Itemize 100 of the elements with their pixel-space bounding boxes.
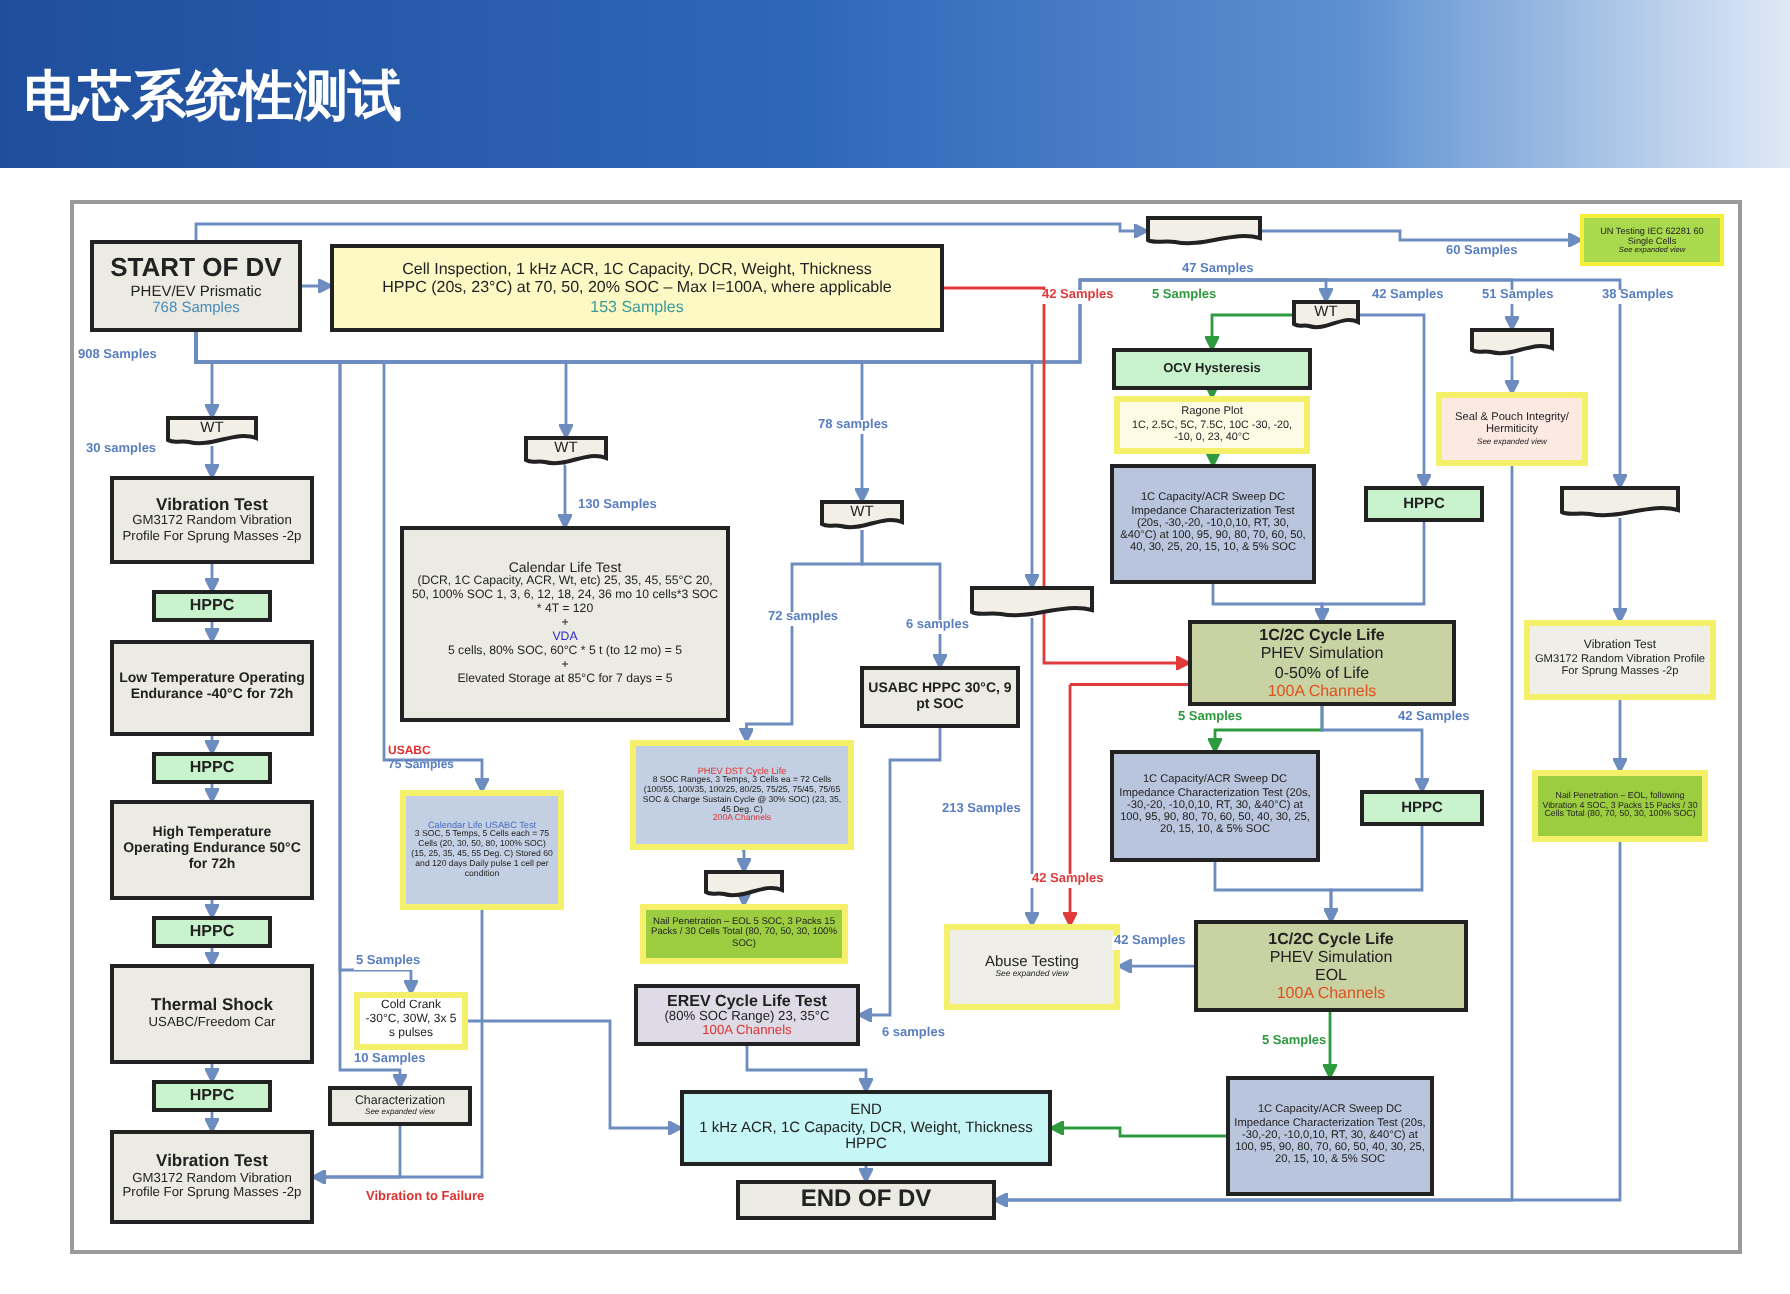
arrow: [204, 1062, 220, 1083]
arrow: [1062, 683, 1188, 927]
process-box: [1188, 620, 1456, 706]
arrow: [1314, 522, 1426, 623]
box-title: EREV Cycle Life Test: [667, 991, 827, 1010]
document-shape: [1292, 300, 1360, 330]
arrow: [204, 620, 220, 643]
box-text: 100A Channels: [1267, 681, 1377, 700]
box-text: PHEV Simulation: [1269, 947, 1393, 966]
box-title: 1C/2C Cycle Life: [1259, 626, 1385, 645]
arrow: [1117, 958, 1196, 975]
process-box: [1110, 750, 1320, 862]
arrow: [736, 891, 752, 907]
process-box: [1364, 486, 1484, 522]
process-box: [110, 964, 314, 1064]
arrow: [1323, 826, 1424, 923]
arrow: [1360, 313, 1432, 489]
box-title: START OF DV: [110, 254, 282, 284]
process-box: [736, 1180, 996, 1220]
box-text: HPPC: [189, 1086, 235, 1106]
arrow: [1262, 229, 1583, 248]
process-box: [1580, 214, 1724, 266]
process-box: [1436, 392, 1588, 466]
box-text: 100A Channels: [1276, 984, 1386, 1003]
arrow: [745, 1046, 874, 1093]
process-box: [400, 526, 730, 722]
process-box: [1194, 920, 1468, 1012]
document-shape: [704, 870, 784, 898]
arrow: [204, 1110, 220, 1133]
arrow: [468, 1019, 683, 1136]
process-box: [860, 666, 1020, 728]
document-shape: [820, 500, 904, 530]
process-box: [152, 590, 272, 622]
arrow: [1504, 354, 1520, 395]
arrow: [311, 910, 484, 1185]
arrow: [860, 530, 948, 669]
box-text: EOL: [1314, 966, 1347, 985]
process-box: [152, 916, 272, 948]
document-shape: [1470, 328, 1554, 356]
box-title: Vibration Test: [156, 495, 268, 514]
process-box: [1112, 348, 1312, 390]
box-text: PHEV Simulation: [1260, 644, 1384, 663]
process-box: [330, 244, 944, 332]
arrow: [857, 728, 942, 1023]
document-shape: [1560, 486, 1680, 518]
page-title: 电芯系统性测试: [24, 64, 402, 132]
box-title: Vibration Test: [156, 1152, 268, 1172]
arrow: [204, 898, 220, 919]
arrow: [204, 444, 220, 479]
arrow: [858, 1164, 874, 1183]
arrow: [204, 734, 220, 755]
document-shape: [166, 416, 258, 446]
process-box: [634, 984, 860, 1046]
arrow: [204, 562, 220, 593]
document-shape: [524, 436, 608, 466]
arrow: [736, 848, 752, 873]
process-box: [110, 1130, 314, 1224]
arrow: [1612, 698, 1628, 773]
process-box: [640, 904, 848, 964]
process-box: [354, 992, 468, 1050]
process-box: [400, 790, 564, 910]
process-box: [110, 640, 314, 736]
process-box: [1360, 790, 1484, 826]
process-box: [630, 740, 854, 850]
arrow: [1320, 706, 1430, 793]
arrow: [944, 286, 1191, 671]
arrow: [1322, 1010, 1338, 1079]
arrow: [993, 466, 1514, 1208]
process-box: [110, 476, 314, 564]
process-box: [1114, 396, 1310, 454]
arrow: [1024, 616, 1040, 927]
process-box: [680, 1090, 1052, 1166]
box-text: HPPC (20s, 23°C) at 70, 50, 20% SOC – Max I=100A, where applicable: [382, 278, 892, 298]
process-box: [328, 1086, 472, 1126]
arrow: [194, 222, 1149, 240]
box-text: 0-50% of Life: [1274, 663, 1370, 682]
process-box: [110, 800, 314, 900]
arrow: [204, 782, 220, 803]
arrow: [1612, 516, 1628, 623]
process-box: [1532, 770, 1708, 842]
process-box: [1110, 464, 1316, 584]
box-title: Thermal Shock: [151, 996, 273, 1016]
process-box: [90, 240, 302, 332]
arrow: [1205, 451, 1221, 467]
box-text: 153 Samples: [590, 297, 684, 316]
box-title: 1C/2C Cycle Life: [1268, 929, 1394, 948]
arrow: [1204, 313, 1292, 351]
box-text: HPPC: [189, 922, 235, 942]
process-box: [152, 752, 272, 784]
arrow: [557, 464, 573, 529]
arrow: [204, 946, 220, 967]
process-box: [1226, 1076, 1434, 1196]
box-title: Cell Inspection, 1 kHz ACR, 1C Capacity, DCR, Weight, Thickness: [402, 260, 872, 279]
document-shape: [1146, 216, 1262, 246]
document-shape: [970, 586, 1094, 618]
process-box: [1524, 620, 1716, 700]
box-text: HPPC: [189, 596, 235, 616]
arrow: [300, 278, 333, 294]
arrow: [1049, 1120, 1226, 1138]
process-box: [152, 1080, 272, 1112]
